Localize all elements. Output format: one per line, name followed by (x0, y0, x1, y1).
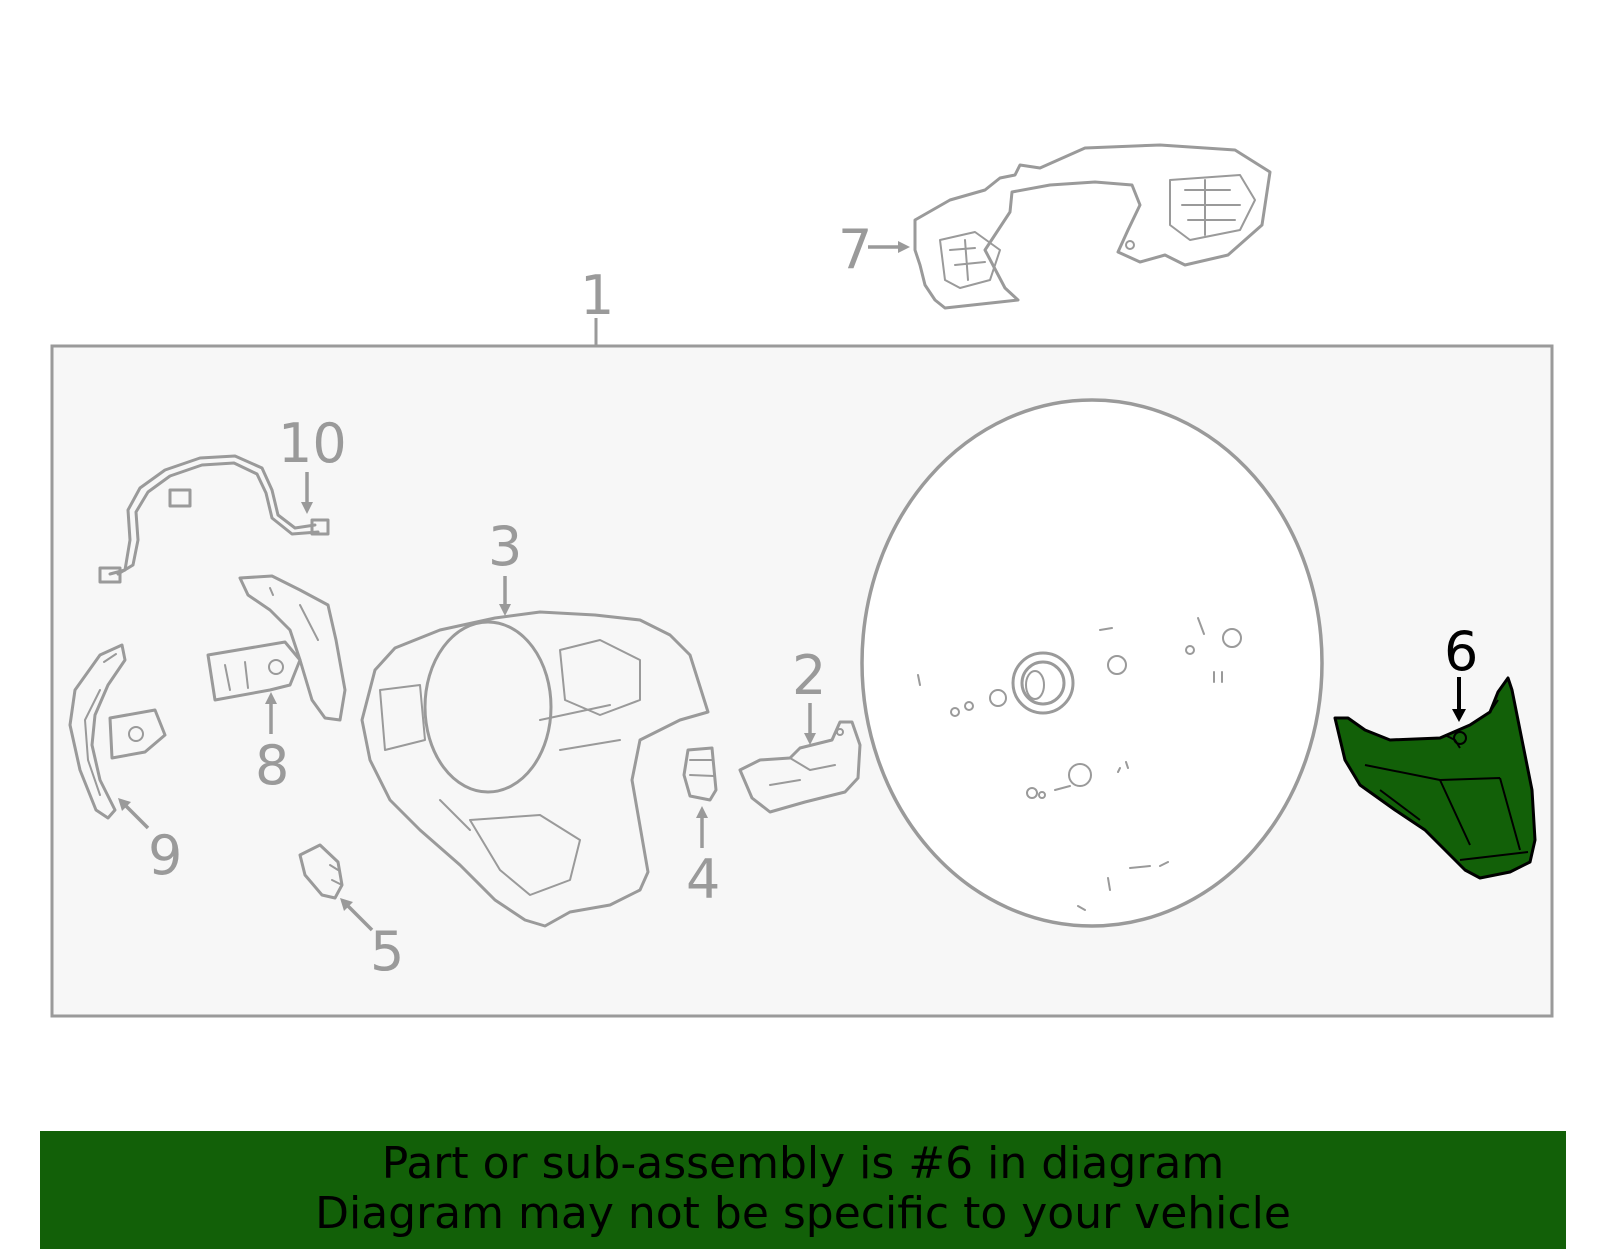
arrowhead-10 (301, 502, 313, 514)
arrowhead-7 (898, 241, 910, 253)
callout-5: 5 (370, 920, 404, 983)
part-4-connector[interactable] (682, 746, 718, 802)
arrowhead-2 (804, 733, 816, 745)
banner-line-2: Diagram may not be specific to your vehi… (315, 1188, 1291, 1239)
part-8-right-paddle[interactable] (206, 574, 347, 722)
arrow-5 (344, 902, 374, 932)
callout-9: 9 (148, 824, 182, 887)
banner-line-1: Part or sub-assembly is #6 in diagram (381, 1138, 1225, 1189)
steering-wheel-rim (860, 398, 1324, 928)
part-5-small-switch[interactable] (298, 843, 344, 900)
part-2-bracket[interactable] (738, 720, 862, 814)
part-7-switch-trim[interactable] (913, 143, 1272, 310)
callout-4: 4 (686, 848, 720, 911)
info-banner: Part or sub-assembly is #6 in diagram Di… (40, 1131, 1566, 1249)
callout-8: 8 (255, 734, 289, 797)
arrow-9 (122, 802, 150, 830)
arrowhead-6 (1452, 709, 1466, 722)
arrowhead-9 (118, 798, 131, 811)
part-3-lower-cover[interactable] (360, 610, 710, 928)
callout-3: 3 (488, 515, 522, 578)
arrowhead-3 (499, 604, 511, 616)
callout-10: 10 (278, 412, 347, 475)
part-9-left-paddle[interactable] (68, 643, 167, 820)
callout-1: 1 (580, 264, 614, 327)
arrowhead-4 (696, 806, 708, 818)
arrowhead-5 (340, 898, 353, 911)
part-10-wire-harness[interactable] (98, 454, 330, 584)
part-6-highlighted-cover[interactable] (1333, 676, 1537, 880)
callout-7: 7 (838, 218, 872, 281)
arrowhead-8 (265, 692, 277, 704)
callout-2: 2 (792, 644, 826, 707)
callout-6: 6 (1444, 620, 1478, 683)
steering-wheel[interactable] (860, 398, 1324, 928)
